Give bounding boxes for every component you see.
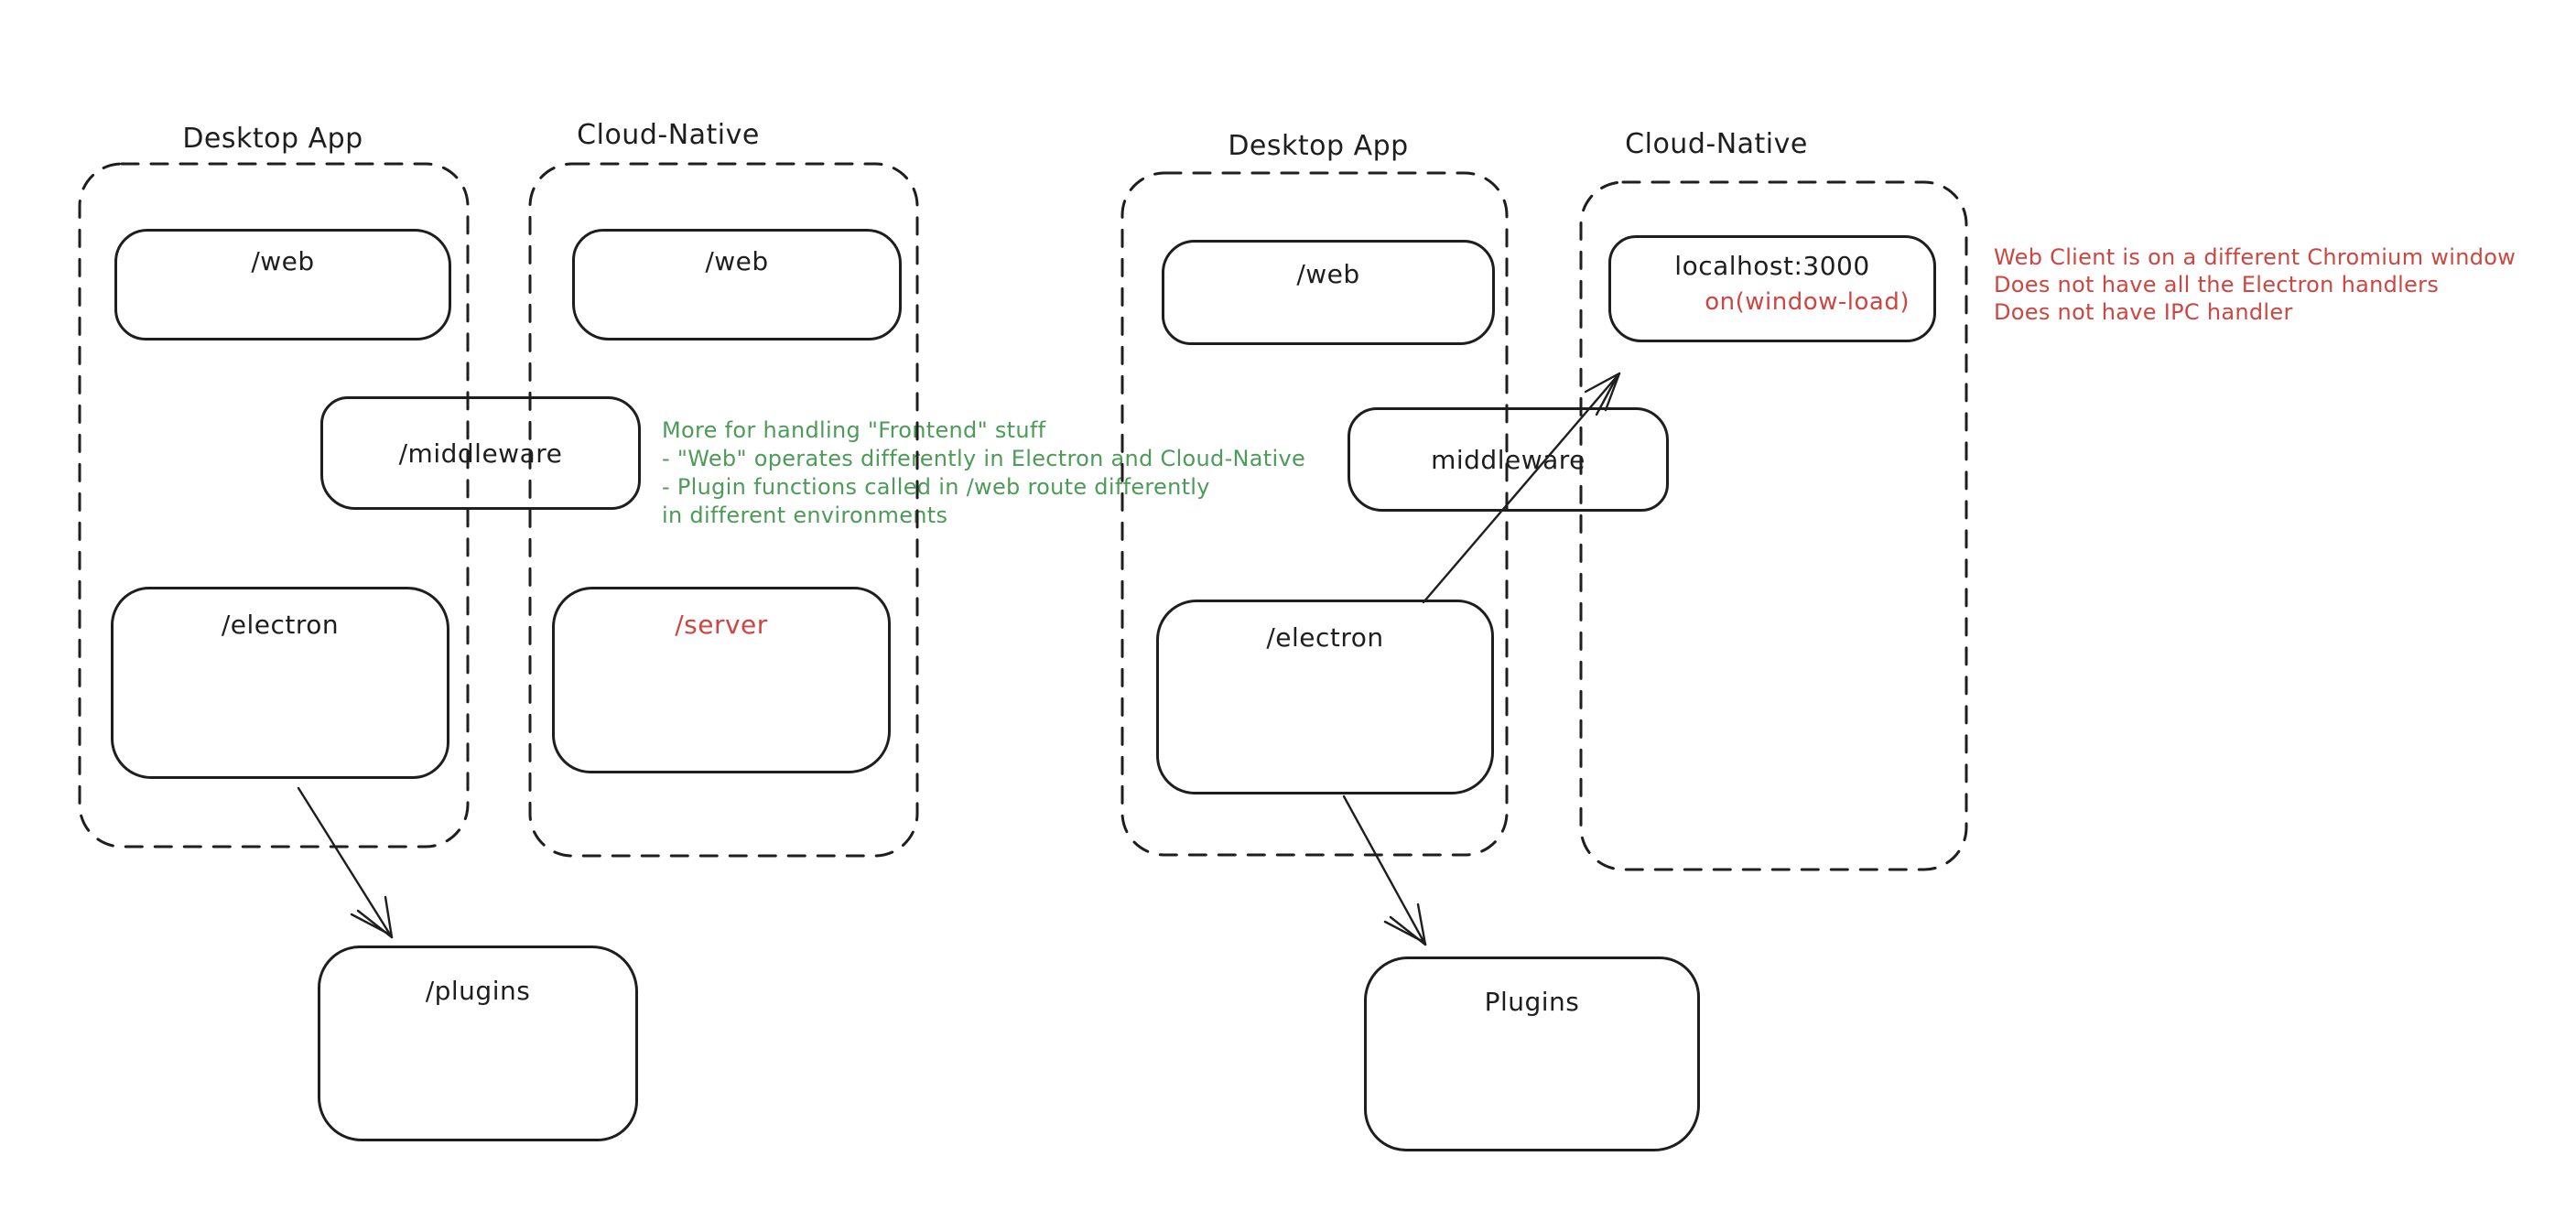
right-plugins-box-label: Plugins	[1484, 987, 1580, 1017]
right-desktop-app-label: Desktop App	[1228, 130, 1409, 162]
green-note-line-3: - Plugin functions called in /web route …	[662, 474, 1210, 500]
red-note-line-2: Does not have all the Electron handlers	[1994, 272, 2440, 297]
right-desktop-web-box: /web	[1162, 240, 1495, 345]
right-plugins-box: Plugins	[1364, 956, 1700, 1151]
left-plugins-box-label: /plugins	[425, 976, 531, 1006]
green-note-line-4: in different environments	[662, 503, 948, 528]
red-note-line-3: Does not have IPC handler	[1994, 299, 2293, 325]
left-middleware-box-label: /middleware	[398, 438, 563, 469]
left-electron-box-label: /electron	[221, 610, 340, 640]
right-cloud-native-label: Cloud-Native	[1625, 128, 1808, 160]
right-middleware-box-label: middleware	[1431, 444, 1586, 475]
left-cloud-native-label: Cloud-Native	[577, 119, 760, 151]
red-note-line-1: Web Client is on a different Chromium wi…	[1994, 244, 2516, 270]
right-electron-box: /electron	[1156, 600, 1494, 794]
green-note-line-1: More for handling "Frontend" stuff	[662, 417, 1046, 443]
left-server-box: /server	[552, 587, 891, 773]
green-note: More for handling "Frontend" stuff - "We…	[662, 416, 1305, 530]
left-cloud-web-box-label: /web	[705, 246, 769, 276]
right-localhost-box-label: localhost:3000	[1674, 251, 1870, 281]
right-desktop-web-box-label: /web	[1296, 259, 1360, 289]
left-desktop-web-box-label: /web	[251, 246, 315, 276]
left-server-box-label: /server	[675, 610, 768, 640]
left-desktop-app-label: Desktop App	[182, 123, 363, 155]
left-middleware-box: /middleware	[320, 396, 641, 510]
left-cloud-web-box: /web	[572, 229, 902, 340]
arrow-right-electron-to-plugins	[1342, 794, 1427, 946]
right-electron-box-label: /electron	[1266, 622, 1384, 653]
arrow-left-electron-to-plugins	[297, 786, 394, 939]
red-note: Web Client is on a different Chromium wi…	[1994, 243, 2516, 326]
right-localhost-box: localhost:3000 on(window-load)	[1608, 235, 1936, 342]
green-note-line-2: - "Web" operates differently in Electron…	[662, 446, 1306, 471]
right-middleware-box: middleware	[1348, 407, 1669, 512]
left-desktop-web-box: /web	[114, 229, 451, 340]
left-electron-box: /electron	[111, 587, 449, 779]
right-window-load-label: on(window-load)	[1705, 288, 1910, 316]
left-plugins-box: /plugins	[318, 946, 638, 1141]
